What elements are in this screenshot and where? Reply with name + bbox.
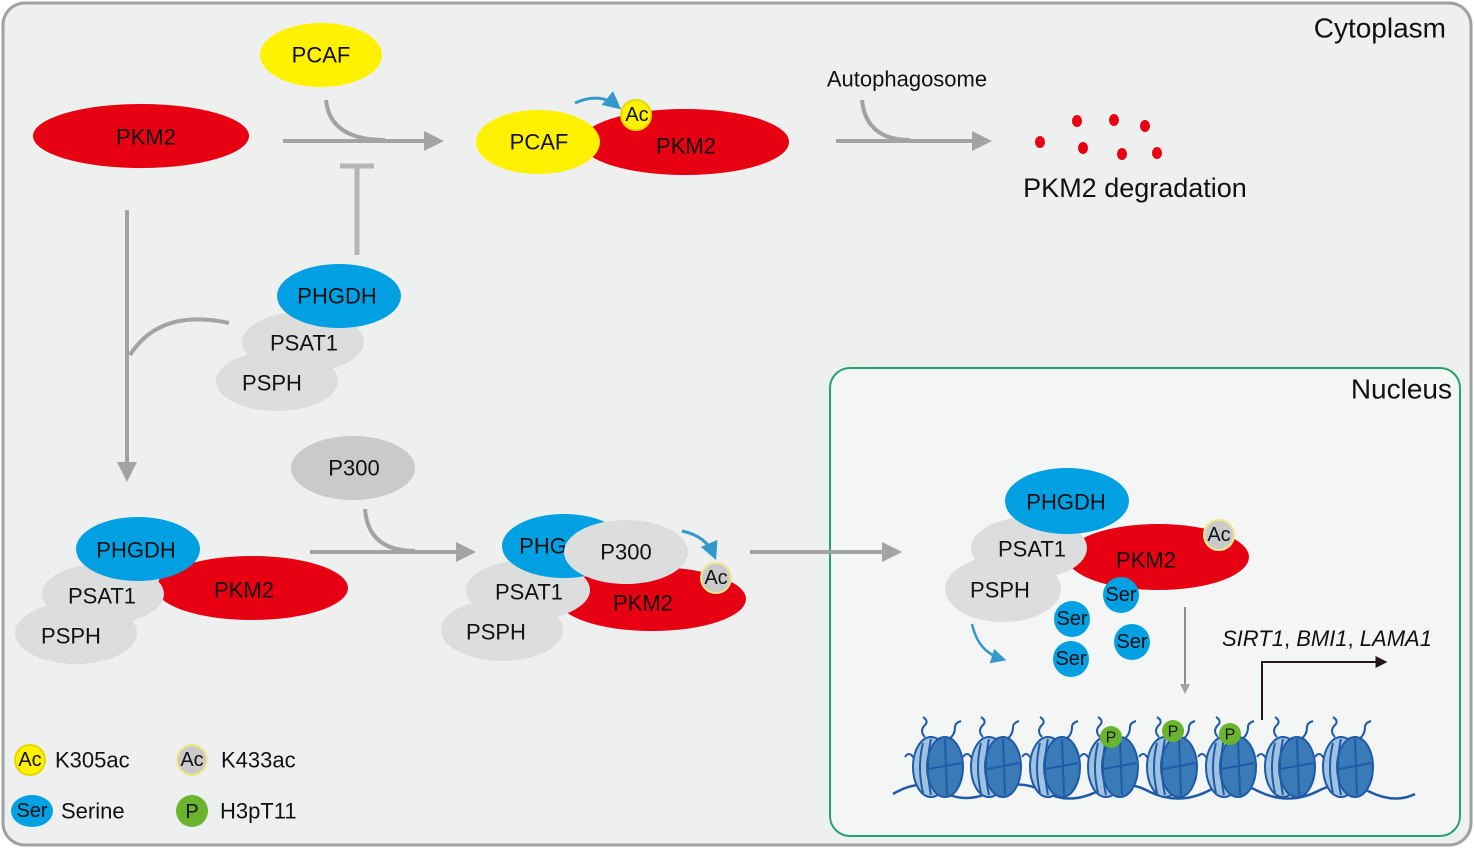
phospho-label: P — [1106, 730, 1117, 747]
acetyl-label: Ac — [1207, 524, 1230, 546]
enzyme-pkm2-complex: PHGDH PSAT1 PSPH PKM2 — [15, 517, 348, 664]
legend-item-serine: Ser Serine — [11, 795, 125, 827]
nuclear-pkm2-complex: PHGDH PSAT1 PSPH PKM2 Ac — [945, 468, 1249, 622]
pkm2-label: PKM2 — [1116, 548, 1176, 573]
phgdh-label: PHGDH — [96, 538, 175, 563]
pcaf-label: PCAF — [292, 43, 351, 68]
nucleus-label: Nucleus — [1351, 374, 1452, 405]
legend-symbol: Ser — [16, 800, 47, 822]
legend-text: Serine — [61, 799, 125, 824]
pkm2-label: PKM2 — [214, 578, 274, 603]
phospho-badge — [1100, 726, 1122, 748]
chromatin: P P P — [892, 716, 1416, 800]
pkm2-label: PKM2 — [613, 591, 673, 616]
transcription-arrow — [1261, 656, 1388, 720]
separator: , — [1348, 626, 1360, 651]
serine-label: Ser — [1055, 648, 1086, 670]
psat1-label: PSAT1 — [270, 331, 338, 356]
phospho-badge — [1219, 723, 1241, 745]
gene-bmi1: BMI1 — [1296, 626, 1347, 651]
nucleus-panel — [829, 367, 1461, 837]
psat1-label: PSAT1 — [495, 580, 563, 605]
legend-text: K305ac — [55, 748, 130, 773]
p300-join-curve — [363, 508, 416, 553]
pcaf-pkm2-complex: PCAF PKM2 Ac — [476, 91, 789, 175]
degradation-fragments — [1035, 114, 1162, 160]
psph-label: PSPH — [242, 371, 302, 396]
legend-symbol: Ac — [180, 749, 203, 771]
k305-acetyl-badge — [620, 99, 652, 131]
pcaf-free: PCAF — [260, 23, 382, 87]
gene-sirt1: SIRT1 — [1222, 626, 1284, 651]
legend-item-k433ac: Ac K433ac — [176, 744, 296, 776]
psat1-label: PSAT1 — [68, 584, 136, 609]
serine-label: Ser — [1105, 584, 1136, 606]
pcaf-join-curve — [324, 99, 386, 142]
k433-acetyl-icon — [176, 744, 208, 776]
autophagosome-curve — [860, 99, 911, 142]
p300-label: P300 — [328, 456, 379, 481]
acetyl-label: Ac — [625, 104, 648, 126]
target-genes: SIRT1, BMI1, LAMA1 — [1222, 626, 1432, 651]
serine-release-arrow — [970, 623, 1007, 664]
phgdh-label: PHGDH — [1026, 490, 1105, 515]
pkm2-label: PKM2 — [656, 134, 716, 159]
acetyl-label: Ac — [704, 567, 727, 589]
legend-item-h3pt11: P H3pT11 — [176, 795, 297, 827]
p300-enzyme-pkm2-complex: PHG P300 PSAT1 PSPH PKM2 Ac — [441, 514, 746, 661]
pcaf-label: PCAF — [510, 130, 569, 155]
gene-lama1: LAMA1 — [1360, 626, 1432, 651]
phospho-label: P — [1168, 724, 1179, 741]
psph-label: PSPH — [970, 578, 1030, 603]
serine-label: Ser — [1116, 631, 1147, 653]
psph-label: PSPH — [41, 624, 101, 649]
cytoplasm-label: Cytoplasm — [1314, 13, 1446, 44]
psph-label: PSPH — [466, 620, 526, 645]
autophagosome-label: Autophagosome — [827, 67, 987, 92]
legend-text: H3pT11 — [220, 799, 297, 824]
pkm2-free: PKM2 — [33, 104, 249, 168]
p300-free: P300 — [291, 436, 415, 500]
phospho-label: P — [1225, 727, 1236, 744]
legend-symbol: Ac — [18, 749, 41, 771]
pkm2-label: PKM2 — [116, 125, 176, 150]
k433-acetyl-badge — [1203, 519, 1235, 551]
separator: , — [1284, 626, 1296, 651]
legend-symbol: P — [185, 801, 198, 823]
enzyme-join-curve — [128, 317, 230, 357]
psat1-label: PSAT1 — [998, 537, 1066, 562]
legend: Ac K305ac Ac K433ac Ser Serine P H3pT11 — [11, 744, 297, 827]
legend-item-k305ac: Ac K305ac — [14, 744, 130, 776]
serine-enzyme-complex: PHGDH PSAT1 PSPH — [216, 264, 401, 411]
serine-molecules: Ser Ser Ser Ser — [970, 577, 1150, 677]
p300-label: P300 — [600, 540, 651, 565]
k433-acetyl-badge — [700, 562, 732, 594]
acetyl-transfer-arrow — [681, 529, 718, 560]
serine-icon — [11, 795, 53, 827]
phospho-badge — [1162, 720, 1184, 742]
serine-label: Ser — [1056, 608, 1087, 630]
acetyl-transfer-arrow — [574, 91, 622, 110]
k305-acetyl-icon — [14, 744, 46, 776]
phgdh-label: PHGDH — [297, 284, 376, 309]
legend-text: K433ac — [221, 748, 296, 773]
degradation-label: PKM2 degradation — [1023, 173, 1247, 203]
phgdh-label: PHG — [519, 534, 567, 559]
phospho-icon — [176, 795, 208, 827]
